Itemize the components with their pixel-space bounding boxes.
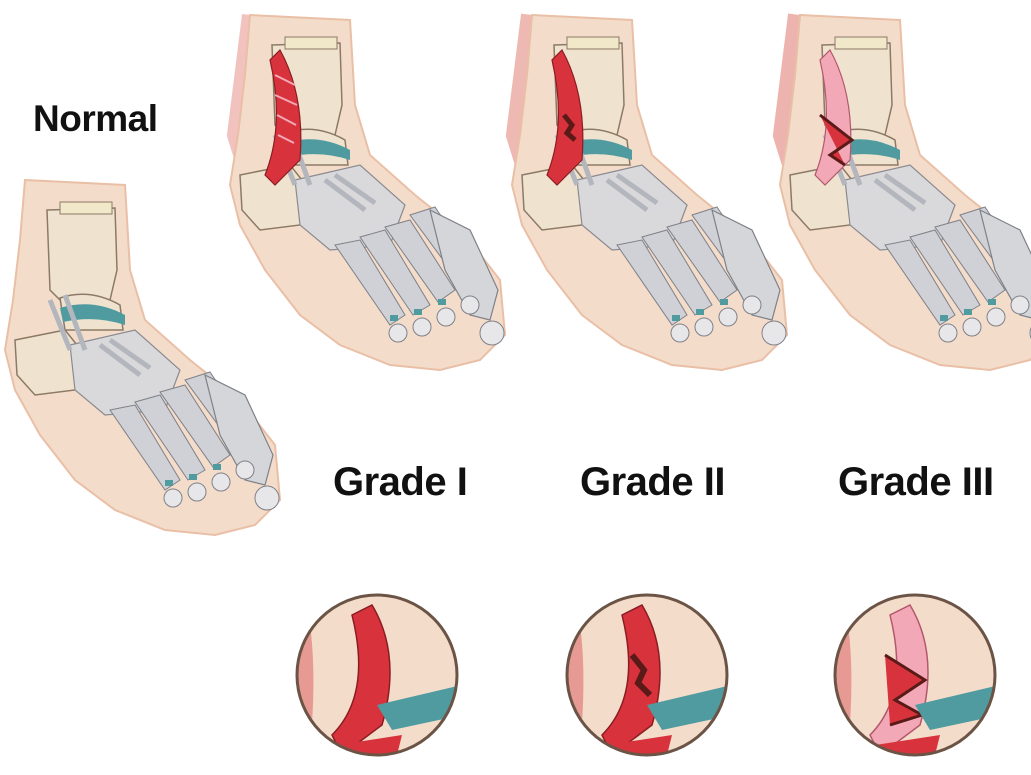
label-grade-2: Grade II — [580, 460, 725, 505]
label-grade-1: Grade I — [333, 460, 467, 505]
label-normal: Normal — [33, 98, 157, 140]
foot-grade-3-illustration — [780, 15, 1031, 415]
zoom-grade-3 — [830, 585, 1000, 775]
foot-grade-2-illustration — [512, 15, 802, 415]
zoom-grade-1 — [292, 585, 462, 775]
zoom-grade-2 — [562, 585, 732, 775]
label-grade-3: Grade III — [838, 460, 994, 505]
foot-grade-1-illustration — [230, 15, 520, 415]
